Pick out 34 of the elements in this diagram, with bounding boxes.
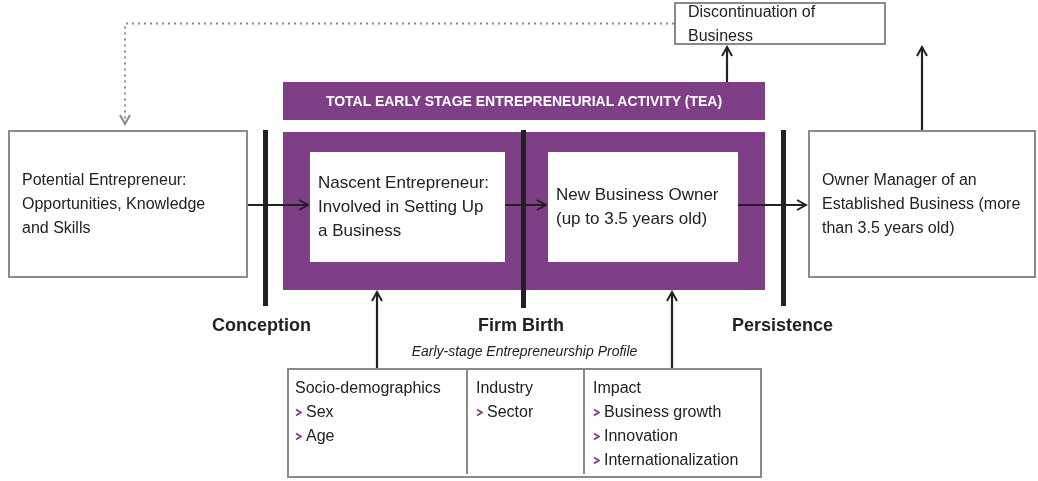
list-item: Sector	[487, 402, 534, 422]
arrow	[916, 46, 928, 130]
node-label: Owner Manager of an Established Business (more than 3.5 years old)	[822, 170, 1022, 238]
arrow	[505, 199, 547, 211]
arrow	[248, 199, 309, 211]
tea-frame	[283, 132, 765, 290]
arrow	[738, 199, 807, 211]
stage-box	[8, 130, 248, 278]
title-banner	[283, 82, 765, 120]
stage-box	[310, 152, 505, 262]
stage-label: Firm Birth	[478, 314, 564, 337]
list-item: Business growth	[604, 402, 722, 422]
node-label: Nascent Entrepreneur: Involved in Setting Up a Business	[318, 172, 491, 242]
cell-heading: Impact	[593, 378, 642, 398]
list-item: Innovation	[604, 426, 678, 446]
stage-box	[548, 152, 738, 262]
arrow	[371, 291, 383, 368]
profile-heading: Early-stage Entrepreneurship Profile	[410, 342, 639, 361]
arrow	[119, 22, 675, 125]
stage-box	[808, 130, 1036, 278]
cell-heading: Socio-demographics	[295, 378, 442, 398]
node-label: Potential Entrepreneur: Opportunities, Knowledge and Skills	[22, 170, 207, 238]
stage-label: Conception	[212, 314, 311, 337]
node-label: Discontinuation of Business	[688, 1, 817, 46]
cell-heading: Industry	[476, 378, 534, 398]
list-item: Age	[306, 426, 335, 446]
arrow	[666, 291, 678, 368]
list-item: Sex	[306, 402, 334, 422]
banner-title: TOTAL EARLY STAGE ENTREPRENEURIAL ACTIVITY (TEA)	[325, 91, 723, 111]
stage-label: Persistence	[732, 314, 834, 337]
list-item: Internationalization	[604, 450, 739, 470]
node-label: New Business Owner (up to 3.5 years old)	[556, 184, 720, 230]
stage-box	[674, 2, 886, 45]
arrow	[721, 46, 733, 82]
